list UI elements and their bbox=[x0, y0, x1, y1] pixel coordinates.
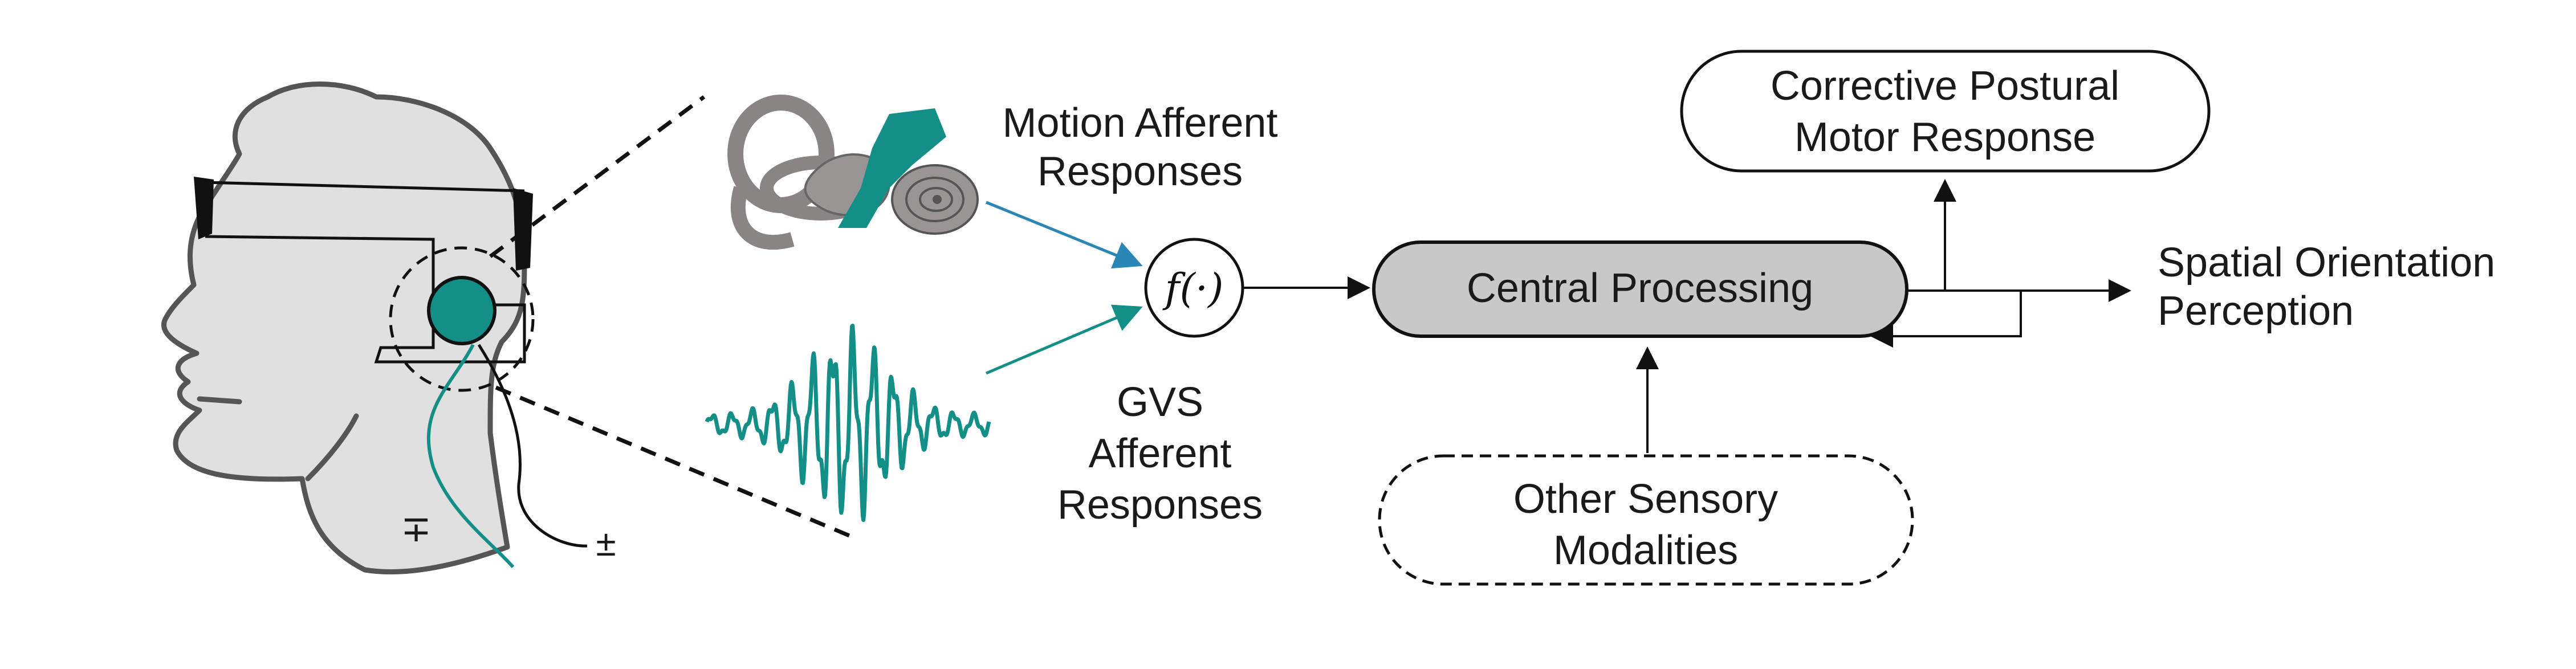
central-processing-node bbox=[1372, 240, 1908, 338]
waveform-path bbox=[705, 324, 991, 522]
teal-wire bbox=[426, 344, 515, 568]
motion-arrow bbox=[986, 201, 1143, 269]
headband-line bbox=[205, 181, 525, 193]
spatial-label-line1: Spatial Orientation bbox=[2158, 240, 2495, 285]
spatial-label-line2: Perception bbox=[2158, 288, 2354, 334]
electrode-holder bbox=[205, 235, 526, 364]
other-sensory-node bbox=[1378, 454, 1914, 586]
minus-plus-label: ∓ bbox=[401, 508, 432, 549]
gvs-label-line1: GVS bbox=[1117, 380, 1203, 425]
gvs-label-line3: Responses bbox=[1057, 482, 1263, 528]
head-silhouette bbox=[161, 81, 527, 575]
other-label-line2: Modalities bbox=[1553, 528, 1738, 573]
ear-zoom-circle bbox=[389, 246, 535, 392]
gvs-waveform bbox=[705, 324, 991, 522]
inner-ear-illustration bbox=[727, 95, 979, 250]
motion-label-line2: Responses bbox=[1037, 149, 1243, 194]
plus-minus-label: ± bbox=[596, 523, 616, 564]
corrective-label-line2: Motor Response bbox=[1794, 115, 2095, 160]
headband-back-pad bbox=[513, 188, 533, 271]
zoom-line-bottom bbox=[495, 385, 850, 538]
motion-label-line1: Motion Afferent bbox=[1003, 100, 1278, 146]
other-label-line1: Other Sensory bbox=[1513, 476, 1778, 522]
head-illustration: ∓ ± bbox=[161, 81, 850, 575]
electrode bbox=[427, 276, 497, 345]
headband-front-pad bbox=[194, 177, 214, 239]
zoom-line-top bbox=[489, 95, 706, 258]
gvs-arrow bbox=[986, 304, 1143, 375]
function-label: f(·) bbox=[1162, 265, 1224, 312]
corrective-response-node bbox=[1680, 50, 2211, 173]
feedback-loop bbox=[1870, 291, 2022, 348]
central-processing-label: Central Processing bbox=[1467, 266, 1813, 311]
gvs-label-line2: Afferent bbox=[1089, 431, 1232, 476]
corrective-label-line1: Corrective Postural bbox=[1771, 63, 2119, 109]
